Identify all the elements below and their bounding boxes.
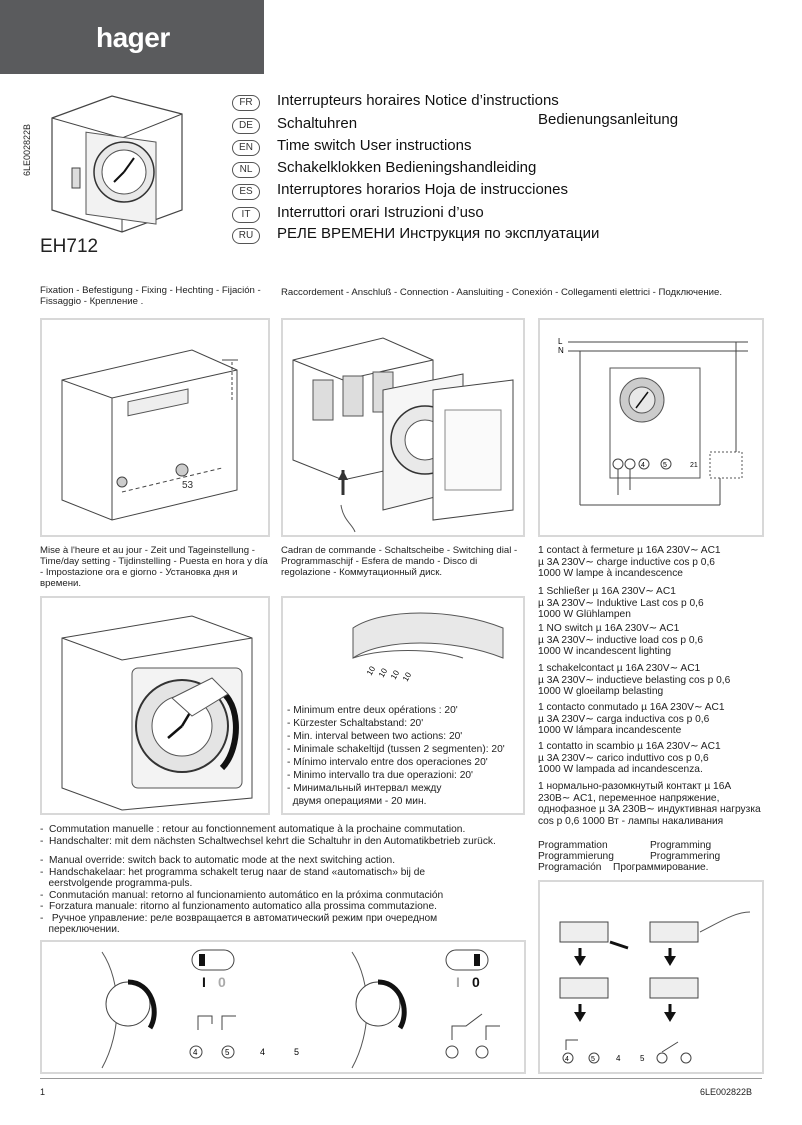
- dial-segments-drawing: 10 10 10 10: [352, 612, 504, 683]
- manual-de: - Handschalter: mit dem nächsten Schaltw…: [40, 835, 496, 847]
- wire-terminal-4: 4: [641, 462, 645, 469]
- wiring-panel: L N 4 5 21: [538, 318, 764, 537]
- product-illustration: [51, 95, 183, 233]
- fixation-drawing: 53: [61, 349, 238, 521]
- interval-fr: - Minimum entre deux opérations : 20': [287, 705, 458, 716]
- interval-tick-1: 10: [365, 664, 378, 677]
- programming-panel: 4 5 4 5: [538, 880, 764, 1074]
- lang-title-en: Time switch User instructions: [277, 137, 472, 154]
- switch-on-label-1: I: [202, 974, 206, 990]
- interval-tick-3: 10: [389, 668, 402, 681]
- lang-code-fr: FR: [232, 95, 260, 111]
- footer-doc-code: 6LE002822B: [700, 1087, 753, 1097]
- switch-off-label-1: 0: [218, 974, 226, 990]
- programming-labels-col1: Programmation Programmierung Programació…: [538, 840, 614, 873]
- minimum-interval-list: - Minimum entre deux opérations : 20' - …: [287, 704, 505, 808]
- prog-terminal-a-plain: 4: [616, 1054, 621, 1063]
- page-number: 1: [40, 1087, 46, 1097]
- vertical-doc-code: 6LE002822B: [22, 123, 32, 176]
- fixation-label: Fixation - Befestigung - Fixing - Hechti…: [40, 285, 261, 307]
- fixation-panel: 53: [40, 318, 270, 537]
- manual-spacer: [40, 847, 530, 855]
- lang-code-es: ES: [232, 184, 260, 200]
- interval-tick-2: 10: [377, 666, 390, 679]
- interval-tick-4: 10: [401, 670, 414, 683]
- terminal-a-1: 4: [193, 1048, 198, 1057]
- manual-override-panel: I 0 4 5 4 5 I 0: [40, 940, 526, 1074]
- lang-title-de-suffix: Bedienungsanleitung: [538, 111, 679, 128]
- lang-code-en: EN: [232, 140, 260, 156]
- terminal-b-1: 5: [225, 1048, 230, 1057]
- lang-title-de: Schaltuhren: [277, 115, 358, 132]
- lang-title-fr: Interrupteurs horaires Notice d’instruct…: [277, 92, 559, 109]
- interval-it: - Minimo intervallo tra due operazioni: …: [287, 770, 473, 781]
- brand-logo: hager: [96, 22, 170, 53]
- connection-drawing: [292, 337, 514, 533]
- lang-code-de: DE: [232, 118, 260, 134]
- time-setting-drawing: [61, 615, 253, 811]
- wire-l-label: L: [558, 337, 563, 346]
- interval-nl: - Minimale schakeltijd (tussen 2 segment…: [287, 744, 505, 755]
- manual-en: - Manual override: switch back to automa…: [40, 855, 396, 866]
- manual-ru-1: - Ручное управление: реле возвращается в…: [40, 912, 438, 924]
- interval-ru-1: - Минимальный интервал между: [287, 783, 442, 794]
- connection-panel: [281, 318, 525, 537]
- manual-override-drawing: I 0 4 5 4 5 I 0: [101, 949, 500, 1069]
- interval-es: - Mínimo intervalo entre dos operaciones…: [287, 757, 488, 768]
- programming-labels-col2: Programming Programmering Программирован…: [613, 840, 721, 873]
- time-setting-panel: [40, 596, 270, 815]
- switching-dial-panel: 10 10 10 10: [281, 596, 525, 815]
- wire-terminal-21: 21: [690, 462, 698, 469]
- manual-it: - Forzatura manuale: ritorno al funziona…: [40, 901, 437, 912]
- interval-ru-2: двумя операциями - 20 мин.: [287, 796, 427, 807]
- manual-nl-2: eerstvolgende programma-puls.: [40, 878, 193, 889]
- lang-code-nl: NL: [232, 162, 260, 178]
- prog-terminal-b-plain: 5: [640, 1054, 645, 1063]
- footer-divider: [40, 1078, 762, 1079]
- lang-title-ru: РЕЛЕ ВРЕМЕНИ Инструкция по эксплуатации: [277, 225, 600, 242]
- lang-title-nl: Schakelklokken Bedieningshandleiding: [277, 159, 537, 176]
- lang-title-it: Interruttori orari Istruzioni d’uso: [277, 204, 484, 221]
- manual-ru-2: переключении.: [40, 924, 120, 935]
- switch-off-label-2: 0: [472, 974, 480, 990]
- terminal-b-plain: 5: [294, 1047, 299, 1057]
- switching-dial-label: Cadran de commande - Schaltscheibe - Swi…: [281, 545, 518, 578]
- manual-fr: - Commutation manuelle : retour au fonct…: [40, 824, 466, 835]
- wire-n-label: N: [558, 346, 564, 355]
- switch-on-label-2: I: [456, 974, 460, 990]
- connection-label: Raccordement - Anschluß - Connection - A…: [281, 287, 723, 298]
- model-number: EH712: [40, 236, 99, 257]
- prog-terminal-a: 4: [565, 1056, 569, 1063]
- time-setting-label: Mise à l'heure et au jour - Zeit und Tag…: [40, 545, 268, 589]
- terminal-a-plain: 4: [260, 1047, 265, 1057]
- interval-en: - Min. interval between two actions: 20': [287, 731, 463, 742]
- brand-header-bar: [0, 0, 264, 74]
- dimension-label: 53: [182, 480, 194, 491]
- lang-code-ru: RU: [232, 228, 260, 244]
- programming-drawing: 4 5 4 5: [559, 911, 751, 1064]
- lang-title-es: Interruptores horarios Hoja de instrucci…: [277, 181, 568, 198]
- terminal-4-circle: [638, 458, 650, 470]
- wire-terminal-5: 5: [663, 462, 667, 469]
- manual-override-notes: - Commutation manuelle : retour au fonct…: [40, 824, 530, 936]
- lang-code-it: IT: [232, 207, 260, 223]
- manual-es: - Conmutación manual: retorno al funcion…: [40, 889, 444, 901]
- manual-nl-1: - Handschakelaar: het programma schakelt…: [40, 866, 426, 878]
- interval-de: - Kürzester Schaltabstand: 20': [287, 718, 424, 729]
- prog-terminal-b: 5: [591, 1056, 595, 1063]
- terminal-5-circle: [660, 458, 672, 470]
- wiring-diagram: L N 4 5 21: [558, 337, 748, 506]
